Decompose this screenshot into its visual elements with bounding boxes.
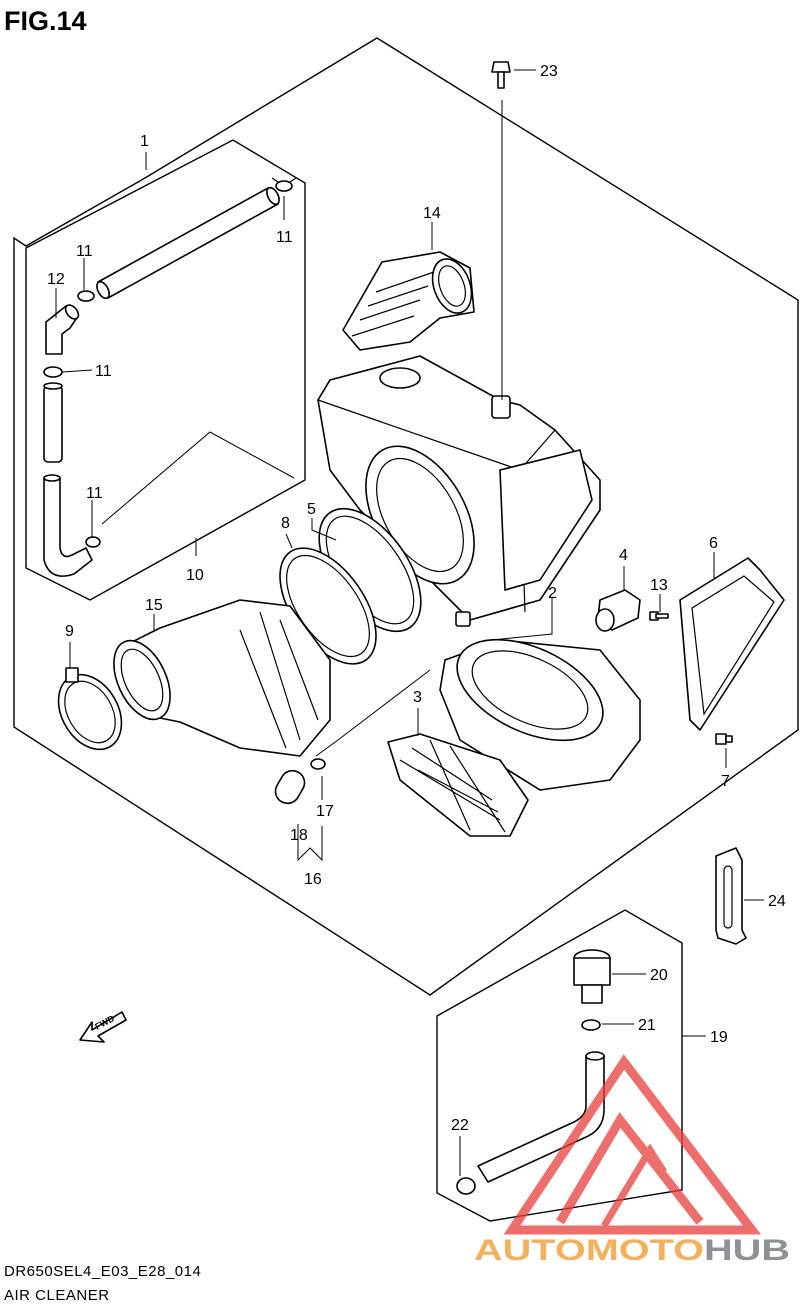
leader-lines [55,69,764,1176]
watermark-triangle-inner [556,1112,704,1225]
connector-4 [595,589,641,632]
small-clamp-lower [85,536,101,548]
intake-duct [342,251,475,351]
drain-plug [573,949,611,1004]
figure-title: FIG.14 [4,6,87,36]
callout-24: 24 [768,893,786,910]
footer-code: DR650SEL4_E03_E28_014 [4,1263,201,1280]
hose-clamp-left [77,290,95,302]
air-cleaner-box [317,355,601,627]
callout-labels: 1 2 3 4 5 6 7 8 9 10 11 11 11 11 12 13 1… [47,63,786,1134]
callout-9: 9 [65,623,74,640]
callout-7: 7 [721,773,730,790]
drain-hose-straight [43,382,63,463]
callout-2: 2 [548,585,557,602]
callout-1: 1 [140,133,149,150]
screw-13 [649,611,669,621]
callout-18: 18 [290,827,308,844]
callout-19: 19 [710,1029,728,1046]
callout-8: 8 [281,515,290,532]
watermark-logo [503,1054,762,1235]
callout-23: 23 [540,63,558,80]
callout-16: 16 [304,871,322,888]
callout-3: 3 [413,689,422,706]
hose-kit-outline [25,139,306,601]
clamp-band-9 [57,667,123,751]
callout-17: 17 [316,803,334,820]
retaining-strap [715,847,747,945]
side-cover [679,557,785,731]
elbow-joint [45,304,80,355]
callout-22: 22 [451,1117,469,1134]
screw-top [491,61,511,89]
callout-11-top: 11 [276,229,293,246]
footer-title: AIR CLEANER [4,1287,110,1304]
screw-7 [715,733,733,745]
callout-20: 20 [650,967,668,984]
callout-11-low: 11 [86,485,103,502]
forward-arrow-icon: FWD [79,1011,127,1043]
callout-14: 14 [423,205,441,222]
callout-5: 5 [307,501,316,518]
drain-kit-outline [436,909,683,1222]
plug-cap [274,769,306,805]
callout-11-mid: 11 [95,363,112,380]
clamp-22 [456,1177,476,1195]
drain-tube [477,1051,605,1183]
callout-6: 6 [709,535,718,552]
watermark-triangle-outer [503,1054,762,1235]
callout-11-left: 11 [76,243,93,260]
clamp-21 [581,1019,601,1031]
callout-10: 10 [186,567,204,584]
callout-4: 4 [619,547,628,564]
drain-hose-bent [43,474,93,577]
filter-cage [387,733,529,837]
callout-13: 13 [650,577,668,594]
breather-hose [96,186,280,300]
callout-21: 21 [638,1017,656,1034]
clip-17 [310,758,326,770]
small-clamp-mid [43,366,63,378]
filter-element [439,638,641,791]
hose-clamp-upper [271,177,297,192]
callout-15: 15 [145,597,163,614]
main-assembly-outline [13,37,799,996]
callout-12: 12 [47,271,65,288]
outlet-duct [113,599,331,757]
